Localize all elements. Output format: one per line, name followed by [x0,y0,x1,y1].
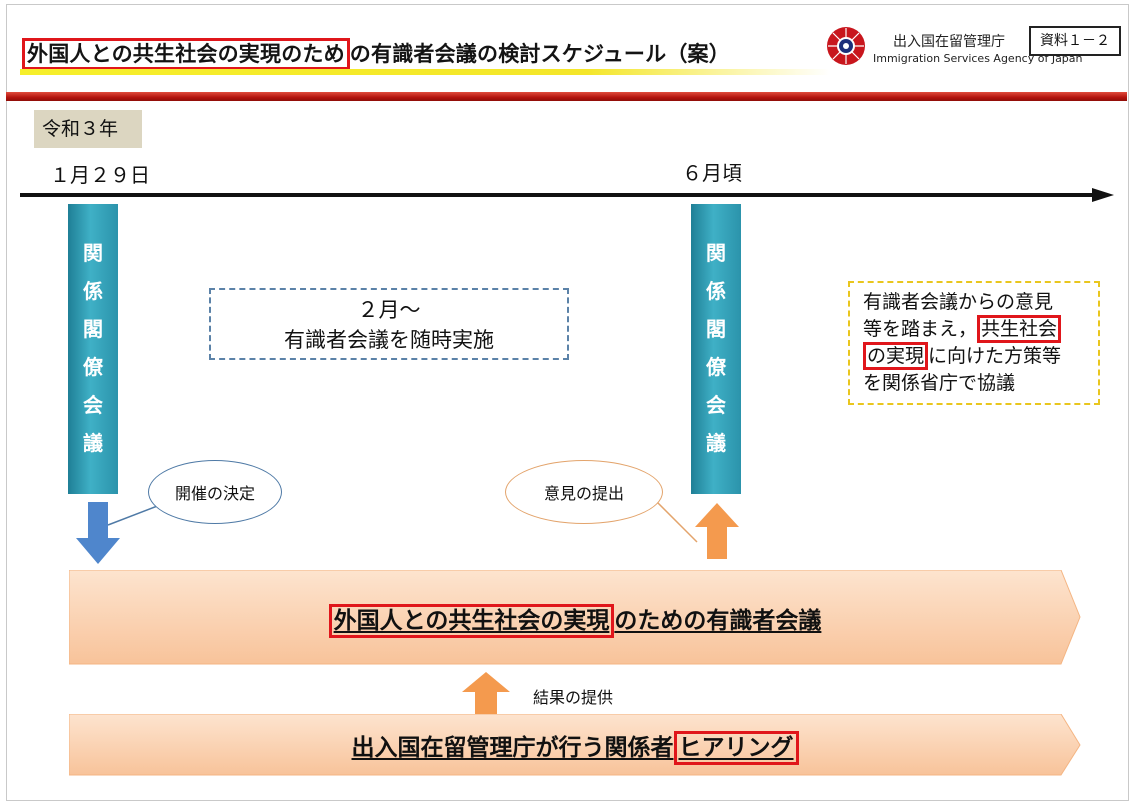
pillar-char: 係 [83,279,103,303]
title-highlight: 外国人との共生社会の実現のため [22,38,350,70]
stakeholder-hearing-banner: 出入国在留管理庁が行う関係者ヒアリング [69,714,1081,776]
hearing-title: 出入国在留管理庁が行う関係者ヒアリング [352,728,799,765]
council-highlight: 外国人との共生社会の実現 [328,603,615,638]
result-provision-label: 結果の提供 [533,688,614,707]
title-rest: の有識者会議の検討スケジュール（案） [349,42,730,66]
pillar-char: 関 [83,241,103,265]
title-underline [20,69,830,75]
consultation-note-box: 有識者会議からの意見 等を踏まえ，共生社会 の実現に向けた方策等 を関係省庁で協… [848,281,1100,405]
up-arrow-icon [462,672,510,716]
pillar-char: 閣 [706,317,726,341]
agency-name-jp: 出入国在留管理庁 [893,34,1005,50]
note-highlight: 共生社会 [977,315,1062,343]
pillar-cabinet-meeting-right: 関 係 閣 僚 会 議 [691,204,741,494]
note-line-1: 有識者会議からの意見 [863,291,1054,313]
opinion-callout: 意見の提出 [505,460,663,524]
pillar-char: 会 [83,393,103,417]
up-arrow-icon [695,503,739,559]
note-line-4: を関係省庁で協議 [863,372,1016,394]
pillar-char: 議 [706,431,726,455]
pillar-cabinet-meeting-left: 関 係 閣 僚 会 議 [68,204,118,494]
year-label: 令和３年 [34,110,142,148]
council-title: 外国人との共生社会の実現のための有識者会議 [328,601,821,638]
hearing-highlight: ヒアリング [673,731,799,765]
pillar-char: 僚 [706,355,726,379]
expert-council-banner: 外国人との共生社会の実現のための有識者会議 [69,570,1081,665]
pillar-char: 閣 [83,317,103,341]
decision-callout: 開催の決定 [148,460,282,524]
slide-frame [6,4,1129,801]
start-date: １月２９日 [50,163,150,187]
pillar-char: 僚 [83,355,103,379]
pillar-char: 関 [706,241,726,265]
down-arrow-icon [76,502,120,564]
pillar-char: 会 [706,393,726,417]
header-divider [6,92,1127,101]
pillar-char: 議 [83,431,103,455]
note-line-3: の実現に向けた方策等 [863,342,1098,370]
meeting-month: ２月～ [357,298,421,322]
note-highlight: の実現 [863,342,929,370]
note-line-2: 等を踏まえ，共生社会 [863,315,1098,343]
end-date: ６月頃 [682,161,742,185]
meeting-schedule-box: ２月～ 有識者会議を随時実施 [209,288,569,360]
pillar-char: 係 [706,279,726,303]
agency-emblem-icon [827,27,865,65]
document-label: 資料１－２ [1029,26,1121,56]
meeting-description: 有識者会議を随時実施 [284,328,494,352]
timeline-arrow [20,188,1114,202]
page-title: 外国人との共生社会の実現のための有識者会議の検討スケジュール（案） [22,38,730,70]
